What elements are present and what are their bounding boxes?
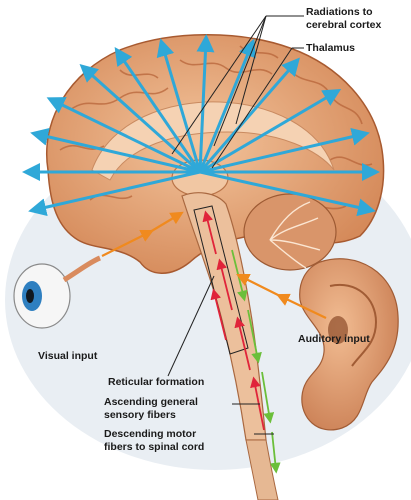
- reticular-formation-label: Reticular formation: [108, 376, 205, 388]
- ear-illustration: [299, 258, 399, 431]
- thalamus-label: Thalamus: [306, 42, 356, 54]
- ascending-fiber-arrows: [202, 210, 265, 431]
- radiations-label-line2: cerebral cortex: [306, 19, 382, 31]
- auditory-input-arrows: [236, 274, 327, 319]
- radiation-arrows: [22, 34, 380, 217]
- descending-fiber-arrows: [231, 249, 281, 474]
- eye-illustration: [13, 255, 101, 329]
- descending-fibers-label-line2: fibers to spinal cord: [104, 441, 205, 453]
- descending-fibers-label-line1: Descending motor: [104, 428, 197, 440]
- visual-input-arrows: [101, 211, 184, 257]
- ascending-fibers-label-line1: Ascending general: [104, 396, 198, 408]
- cerebellum-arbor: [269, 201, 321, 269]
- cerebellum: [243, 193, 337, 271]
- leader-lines: [167, 15, 304, 435]
- corpus-callosum: [91, 101, 335, 181]
- visual-input-label: Visual input: [38, 350, 98, 362]
- ascending-fibers-label-line2: sensory fibers: [104, 409, 176, 421]
- spinal-cord: [245, 439, 279, 500]
- radiations-label-line1: Radiations to: [306, 6, 373, 18]
- auditory-input-label: Auditory input: [298, 333, 370, 345]
